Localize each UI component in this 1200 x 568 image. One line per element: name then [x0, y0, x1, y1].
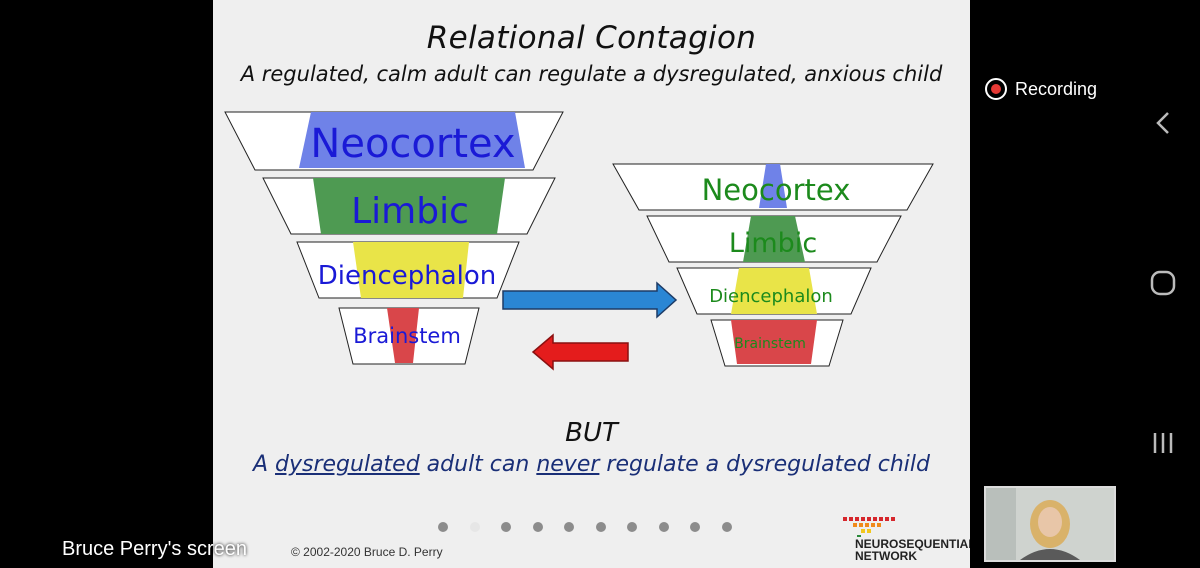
- circle-home-icon[interactable]: [1148, 268, 1178, 298]
- arrow-right: [502, 281, 678, 319]
- chevron-left-icon[interactable]: [1148, 108, 1178, 138]
- pagination-dot[interactable]: [532, 522, 543, 532]
- right-fill-diencephalon: [731, 268, 817, 314]
- pagination-dot[interactable]: [627, 522, 637, 532]
- right-label-limbic: Limbic: [728, 228, 818, 259]
- pagination-dot[interactable]: [658, 522, 669, 532]
- pagination-dot[interactable]: [721, 522, 732, 532]
- recent-apps-icon[interactable]: [1148, 428, 1178, 458]
- pagination-dot[interactable]: [564, 522, 574, 532]
- arrow-left: [531, 333, 629, 371]
- left-fill-neocortex: [299, 112, 525, 168]
- slide-pagination[interactable]: [438, 522, 753, 532]
- left-label-limbic: Limbic: [351, 191, 469, 232]
- recording-indicator: Recording: [985, 78, 1097, 100]
- pagination-dot[interactable]: [501, 522, 511, 532]
- shared-slide: Relational Contagion A regulated, calm a…: [213, 0, 970, 568]
- left-label-diencephalon: Diencephalon: [317, 261, 497, 291]
- left-label-brainstem: Brainstem: [353, 324, 461, 348]
- left-fill-diencephalon: [353, 242, 469, 298]
- pagination-dot[interactable]: [438, 522, 448, 532]
- right-label-brainstem: Brainstem: [734, 336, 806, 352]
- screen-share-label: Bruce Perry's screen: [62, 538, 247, 560]
- right-fill-neocortex: [759, 164, 787, 208]
- slide-subtitle: A regulated, calm adult can regulate a d…: [240, 62, 943, 86]
- participant-video-thumbnail[interactable]: [984, 486, 1116, 562]
- right-fill-limbic: [743, 216, 805, 262]
- underline-never: never: [536, 452, 600, 477]
- right-fill-brainstem: [731, 320, 817, 364]
- but-text: BUT: [565, 418, 618, 448]
- bottom-statement: A dysregulated adult can never regulate …: [252, 452, 930, 477]
- pagination-dot[interactable]: [469, 522, 480, 532]
- logo-grid-icon: [843, 517, 895, 537]
- underline-dysregulated: dysregulated: [275, 452, 420, 477]
- slide-title: Relational Contagion: [426, 20, 757, 56]
- logo-line-2: NETWORK: [855, 549, 917, 563]
- logo-line-1: NEUROSEQUENTIAL: [855, 537, 970, 551]
- recording-label: Recording: [1015, 78, 1098, 99]
- right-label-neocortex: Neocortex: [701, 173, 851, 207]
- participant-avatar: [986, 488, 1114, 560]
- brain-diagram: [224, 111, 934, 371]
- left-fill-limbic: [313, 178, 505, 234]
- right-label-diencephalon: Diencephalon: [709, 286, 833, 307]
- left-fill-brainstem: [387, 308, 419, 363]
- record-dot-icon: [985, 78, 1007, 100]
- pagination-dot[interactable]: [595, 522, 606, 532]
- copyright-text: © 2002-2020 Bruce D. Perry: [291, 545, 443, 559]
- left-label-neocortex: Neocortex: [310, 121, 516, 167]
- pagination-dot[interactable]: [690, 522, 700, 532]
